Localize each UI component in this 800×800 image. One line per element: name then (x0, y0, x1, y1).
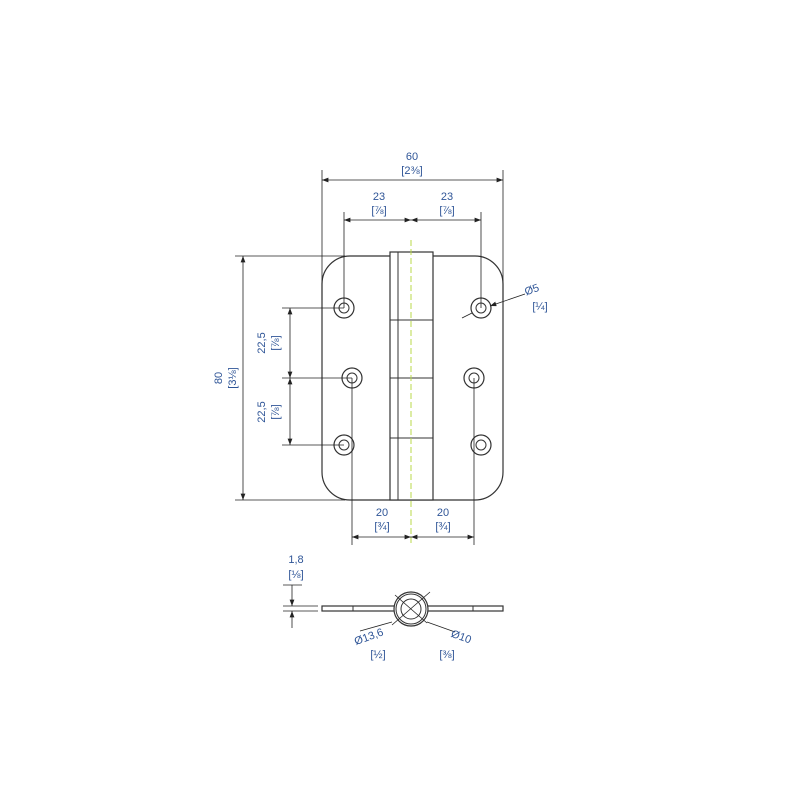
dim-text: 22,5 (256, 401, 268, 422)
dim-text-inch: [⅞] (371, 205, 386, 217)
dim-text: 60 (406, 151, 418, 163)
dim-text: Ø13,6 (353, 626, 385, 648)
dim-overall-height: 80 [3⅛] (213, 255, 345, 501)
dim-text: 23 (441, 191, 453, 203)
dim-text: 23 (373, 191, 385, 203)
dim-bottom-offsets: 20 [¾] 20 [¾] (351, 378, 475, 545)
dim-overall-width: 60 [2⅜] (321, 151, 504, 300)
dim-text-inch: [⅞] (270, 335, 282, 350)
dim-text-inch: [½] (370, 649, 385, 661)
dim-text: 1,8 (288, 554, 303, 566)
dim-text-inch: [¾] (374, 521, 389, 533)
dim-hole-offsets-top: 23 [⅞] 23 [⅞] (343, 191, 482, 308)
dim-text: 22,5 (256, 332, 268, 353)
knuckle-inner (400, 598, 422, 620)
dim-text-inch: [¾] (435, 521, 450, 533)
dim-text: Ø5 (523, 282, 541, 298)
dim-text: 20 (376, 507, 388, 519)
hinge-side-view: 1,8 [⅛] Ø13,6 [½] Ø10 [⅜] (283, 554, 504, 661)
dim-text: 20 (437, 507, 449, 519)
mounting-holes (333, 297, 492, 456)
dim-text: Ø10 (449, 628, 473, 646)
dim-text-inch: [⅛] (288, 569, 303, 581)
dim-text-inch: [⅞] (270, 404, 282, 419)
dim-text: 80 (213, 372, 225, 384)
dim-hole-pitch: 22,5 [⅞] 22,5 [⅞] (256, 307, 352, 446)
dim-text-inch: [¼] (532, 301, 547, 313)
dim-text-inch: [⅞] (439, 205, 454, 217)
hinge-front-view (321, 240, 504, 545)
dim-text-inch: [⅜] (439, 649, 454, 661)
dim-text-inch: [3⅛] (227, 367, 239, 388)
dim-text-inch: [2⅜] (401, 165, 422, 177)
dim-hole-diameter: Ø5 [¼] (461, 282, 548, 319)
